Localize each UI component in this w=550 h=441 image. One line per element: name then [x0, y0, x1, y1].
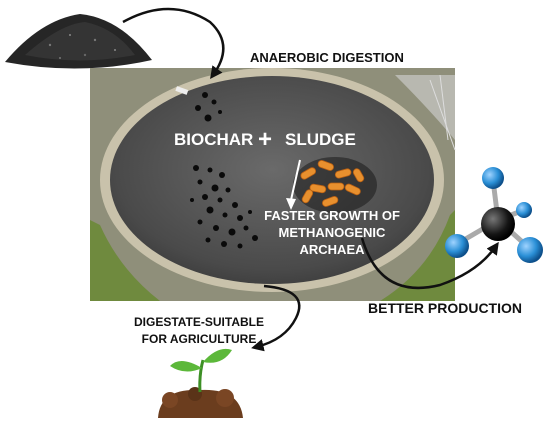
digestate-arrow: [251, 284, 301, 352]
digestate-label: DIGESTATE-SUITABLE FOR AGRICULTURE: [134, 315, 264, 346]
sludge-label: SLUDGE: [285, 130, 356, 149]
feed-arrow: [122, 7, 225, 80]
biochar-label: BIOCHAR: [174, 130, 254, 149]
archaea-cluster-icon: [293, 157, 377, 213]
growth-label: FASTER GROWTH OF METHANOGENIC ARCHAEA: [264, 208, 400, 257]
title-label: ANAEROBIC DIGESTION: [250, 50, 404, 65]
methane-molecule-icon: [445, 167, 543, 263]
production-label: BETTER PRODUCTION: [368, 300, 522, 316]
biochar-pile-icon: [5, 14, 152, 69]
sludge-arrow: [290, 159, 301, 201]
digester-tank-photo: [90, 68, 456, 301]
biochar-particles: [190, 92, 258, 249]
production-arrow: [360, 237, 499, 290]
seedling-icon: [158, 348, 243, 418]
plus-sign: +: [258, 126, 273, 153]
